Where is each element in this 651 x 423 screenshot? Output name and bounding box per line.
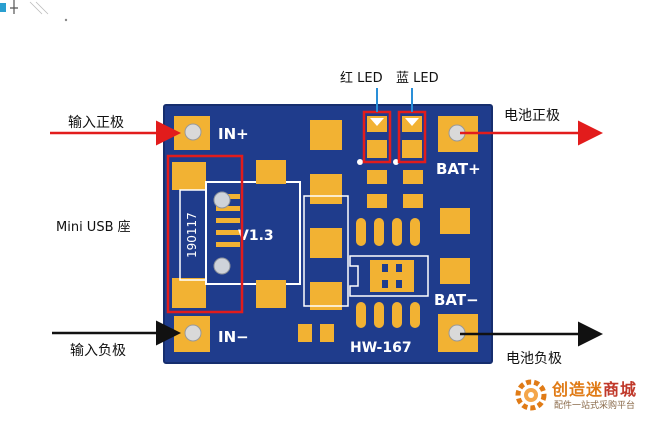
silk-in-plus: IN+: [218, 125, 249, 143]
gear-logo-icon: [515, 379, 547, 411]
input-negative-label: 输入负极: [70, 343, 126, 359]
corner-logo-icon: [0, 0, 68, 22]
watermark-title: 创造迷商城: [552, 376, 637, 400]
pad-in-minus: [174, 316, 210, 352]
silk-bat-plus: BAT+: [436, 160, 481, 178]
silk-bat-minus: BAT−: [434, 291, 479, 309]
input-positive-label: 输入正极: [68, 115, 124, 131]
usb-highlight-box: [166, 154, 244, 314]
watermark-subtitle: 配件一站式采购平台: [554, 401, 636, 411]
chip-pins-top: [356, 218, 420, 246]
pad-in-plus: [174, 116, 210, 150]
bat-negative-label: 电池负极: [506, 351, 562, 367]
chip-pins-bottom: [356, 302, 420, 328]
blue-led-label: 蓝 LED: [396, 71, 439, 86]
silk-version: V1.3: [238, 228, 274, 244]
red-led-label: 红 LED: [340, 71, 383, 86]
silk-date-code: 190117: [185, 212, 199, 258]
mini-usb-label: Mini USB 座: [56, 220, 131, 235]
watermark: 创造迷商城 配件一站式采购平台: [512, 376, 647, 416]
bat-positive-label: 电池正极: [504, 108, 560, 124]
silk-in-minus: IN−: [218, 328, 249, 346]
silk-model: HW-167: [350, 340, 412, 356]
watermark-title-b: 商城: [603, 380, 638, 399]
chip-body: [349, 255, 429, 297]
usb-connector: [172, 160, 301, 308]
watermark-title-a: 创造迷: [552, 380, 604, 399]
